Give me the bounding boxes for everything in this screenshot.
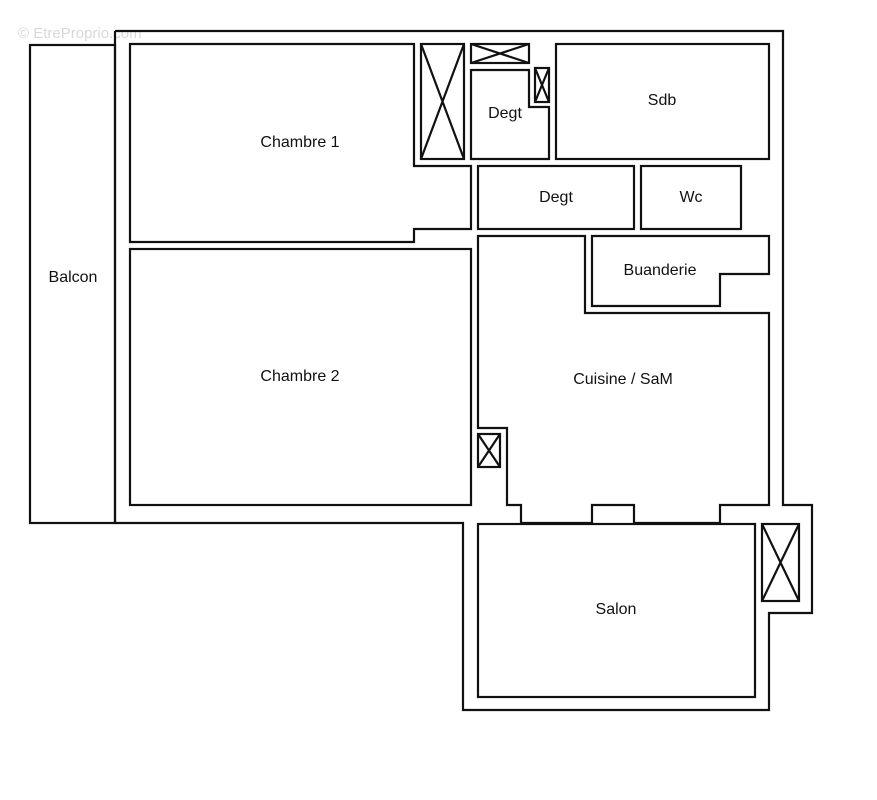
label-chambre-1: Chambre 1 xyxy=(260,134,339,151)
label-degt-top: Degt xyxy=(488,105,522,122)
room-cuisine xyxy=(476,234,771,525)
room-degt-mid xyxy=(476,164,636,231)
outer-wall xyxy=(115,29,814,712)
shaft-icon xyxy=(419,42,466,161)
room-degt-top xyxy=(469,68,551,161)
shaft-icon xyxy=(476,432,502,469)
shaft-icon xyxy=(533,66,551,104)
label-sdb: Sdb xyxy=(648,92,677,109)
label-cuisine: Cuisine / SaM xyxy=(573,371,673,388)
room-buanderie xyxy=(590,234,771,308)
watermark: © EtreProprio.com xyxy=(18,25,142,42)
label-wc: Wc xyxy=(679,189,702,206)
shaft-icon xyxy=(760,522,801,603)
shaft-icon xyxy=(469,42,531,65)
label-salon: Salon xyxy=(596,601,637,618)
label-degt-mid: Degt xyxy=(539,189,573,206)
room-chambre-2 xyxy=(128,247,473,507)
room-wc xyxy=(639,164,743,231)
label-buanderie: Buanderie xyxy=(624,262,697,279)
label-balcon: Balcon xyxy=(49,269,98,286)
label-chambre-2: Chambre 2 xyxy=(260,368,339,385)
room-sdb xyxy=(554,42,771,161)
room-chambre-1 xyxy=(128,42,473,244)
room-salon xyxy=(476,522,757,699)
